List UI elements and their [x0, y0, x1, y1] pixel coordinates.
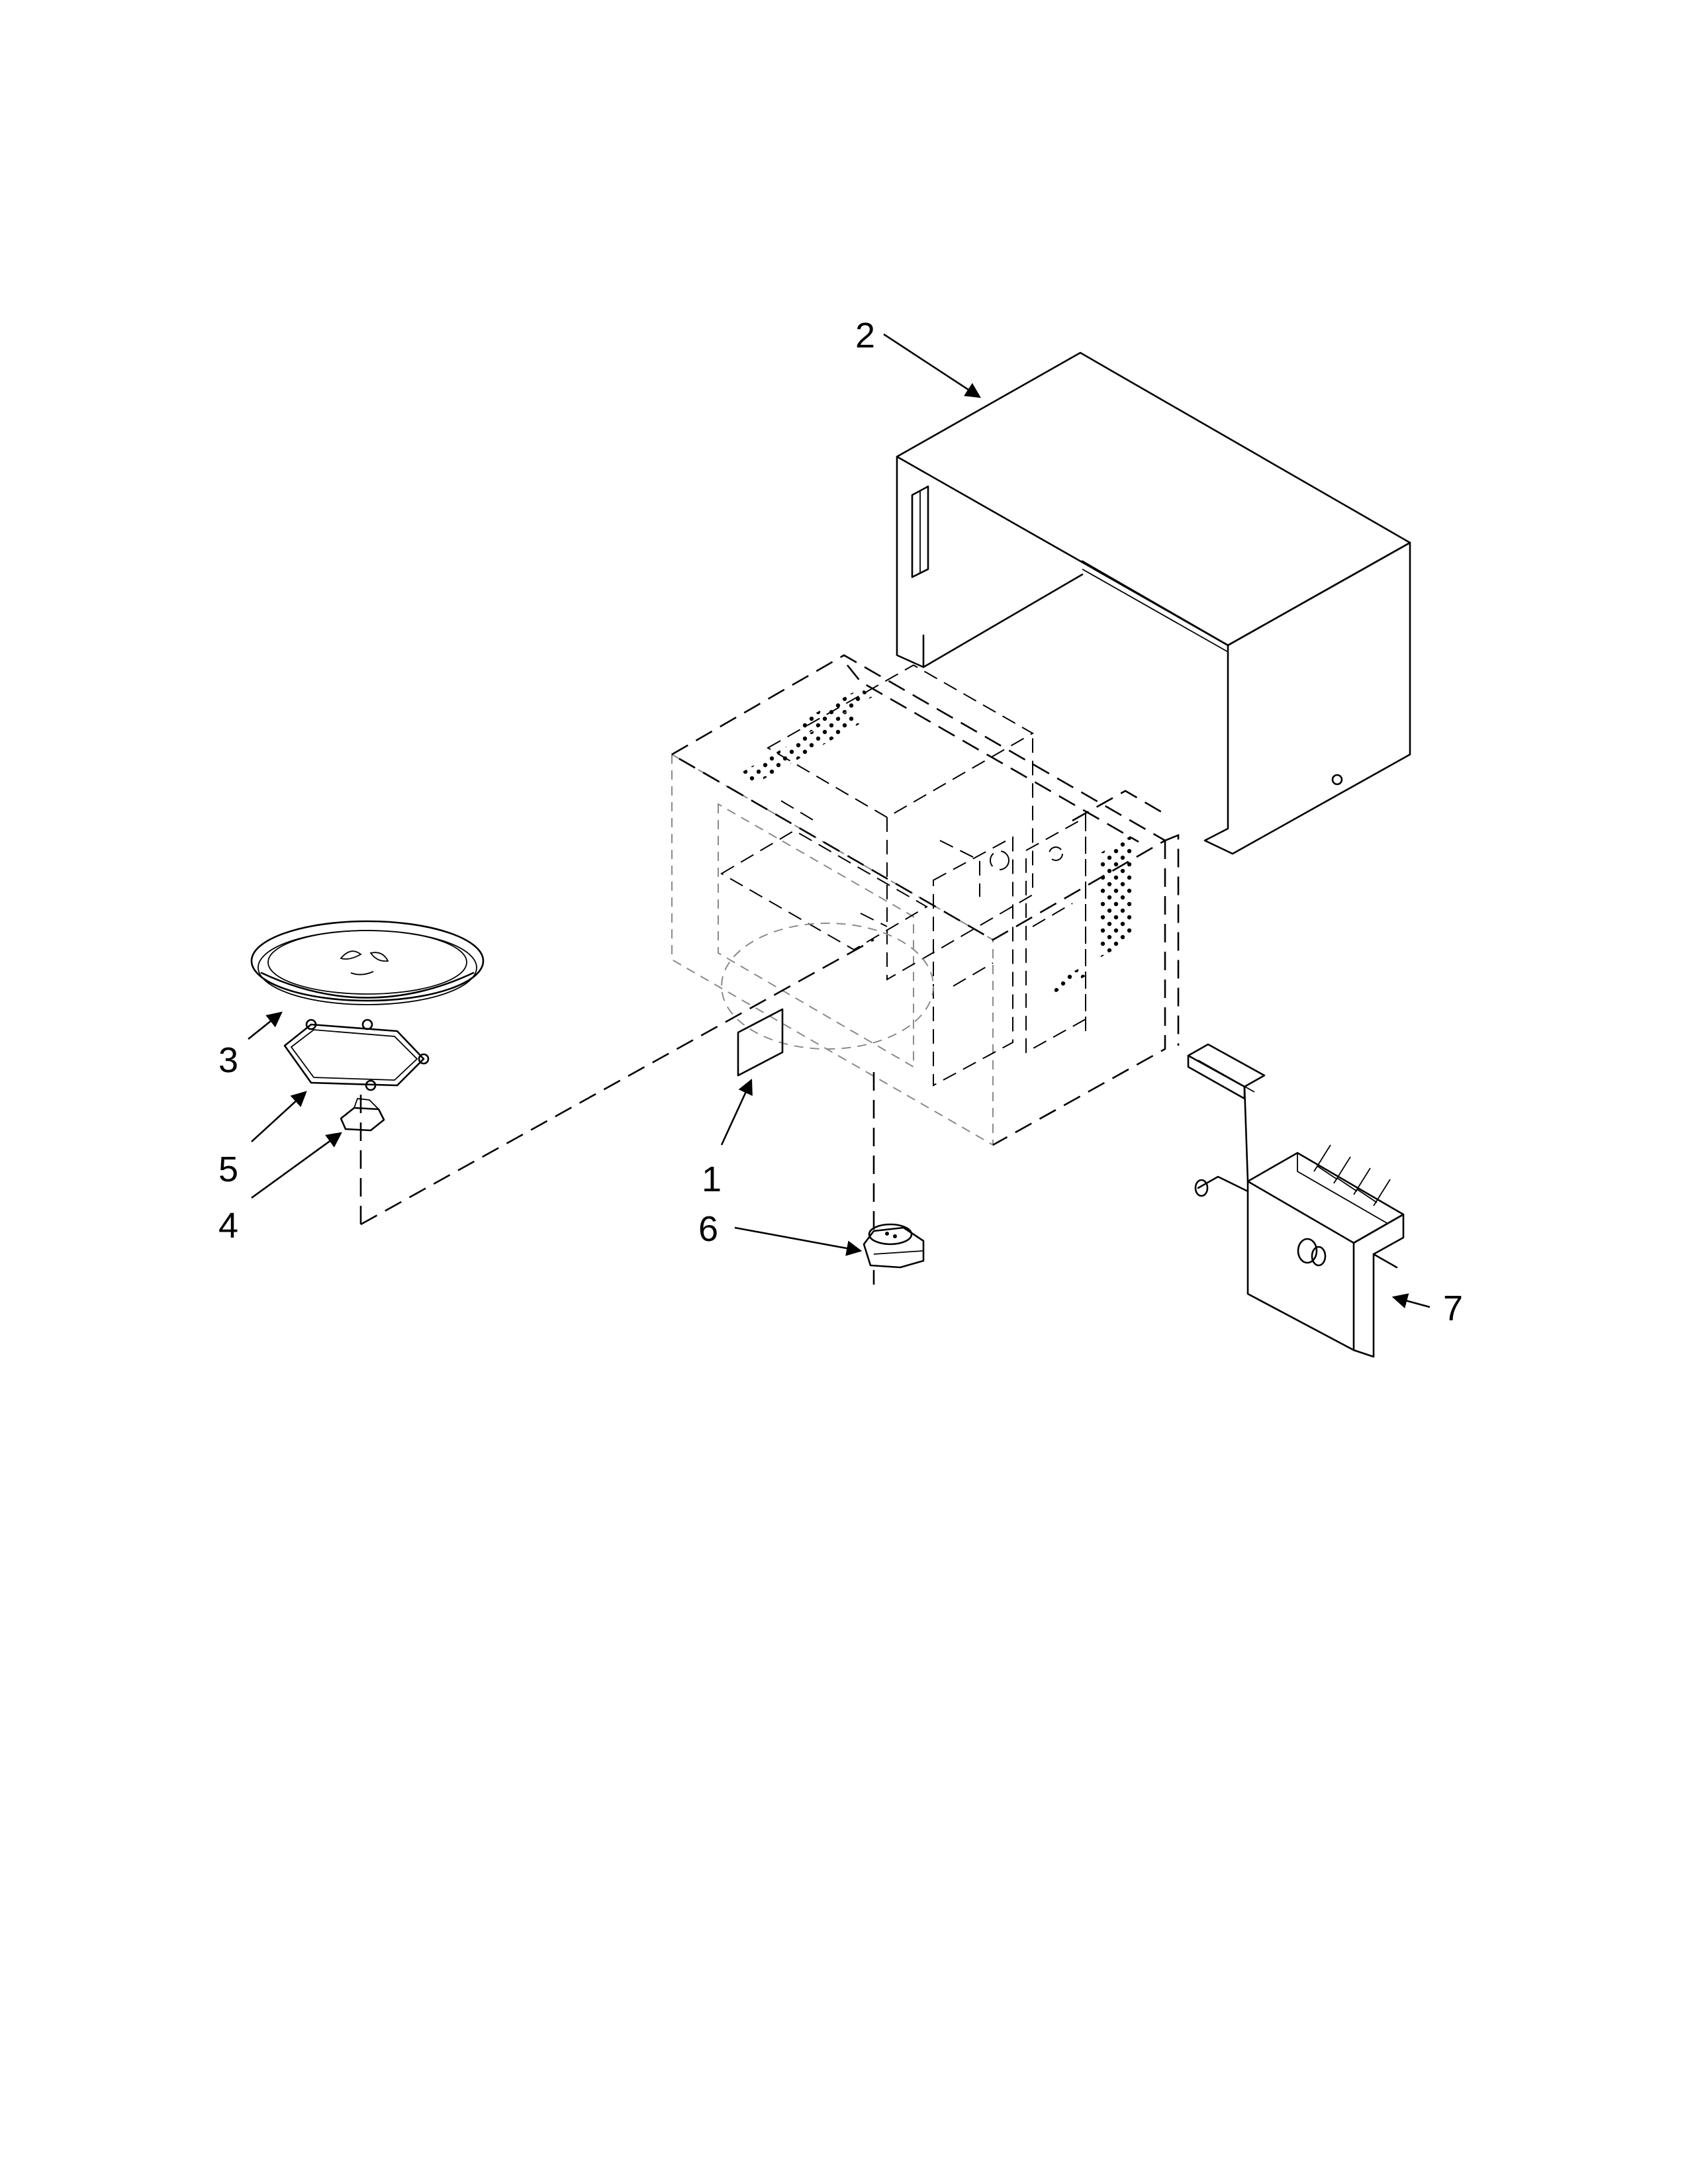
callout-5: 5: [218, 1150, 238, 1189]
callout-4: 4: [218, 1206, 238, 1246]
main-chassis-reference: [670, 654, 1180, 1146]
leader-arrow-1: [720, 1078, 753, 1146]
turntable-motor: [863, 1223, 925, 1285]
callout-1: 1: [702, 1160, 722, 1199]
callout-6: 6: [698, 1209, 718, 1249]
callout-2: 2: [855, 316, 875, 355]
turntable-axis-line: [359, 938, 874, 1226]
leader-arrow-4: [251, 1132, 342, 1199]
turntable-coupler: [340, 1098, 385, 1132]
outer-cabinet-wrapper: [896, 351, 1411, 855]
callout-7: 7: [1443, 1289, 1463, 1328]
leader-arrow-3: [248, 1011, 283, 1040]
roller-guide-ring: [283, 1019, 430, 1091]
leader-arrow-2: [883, 333, 981, 398]
leader-arrow-5: [251, 1091, 307, 1142]
leader-arrow-6: [734, 1226, 863, 1256]
turntable-tray: [250, 920, 485, 1005]
leader-arrows: [248, 333, 1430, 1308]
waveguide-cover: [737, 1008, 784, 1077]
leader-arrow-7: [1391, 1293, 1430, 1308]
vent-duct-assembly: [1187, 1043, 1405, 1358]
callout-3: 3: [218, 1040, 238, 1080]
